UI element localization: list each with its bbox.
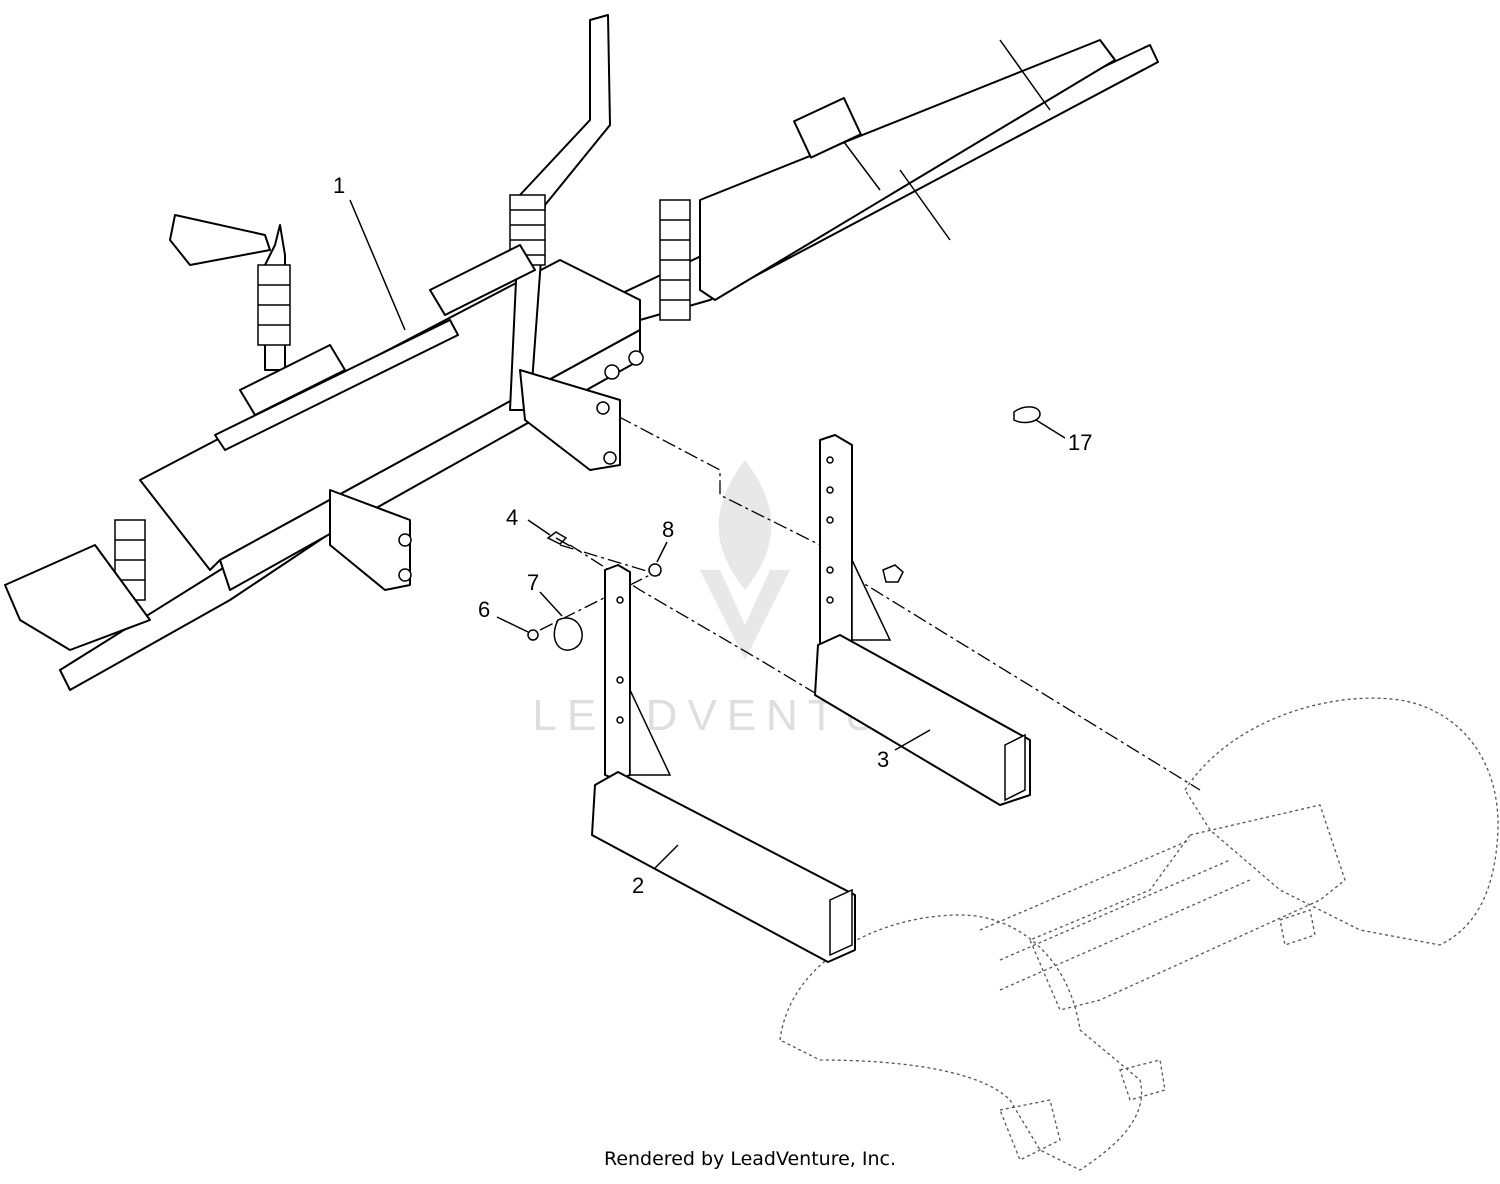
callout-17: 17 <box>1068 430 1092 455</box>
callout-8: 8 <box>662 517 674 542</box>
part-2-support-stand <box>591 564 856 963</box>
flange-nut-right <box>882 564 904 583</box>
callout-4: 4 <box>506 505 518 530</box>
rear-frame-ghost <box>1029 804 1346 1011</box>
frame-bolt-e <box>398 533 412 547</box>
stand-2-base-tube <box>591 771 856 963</box>
rear-bracket-ghost <box>999 909 1316 1161</box>
part-8-nut <box>648 563 662 577</box>
frame-bolt-f <box>398 568 412 582</box>
part-3-support-stand <box>814 434 1031 806</box>
shock-left <box>114 519 146 601</box>
stand-3-hole-5 <box>826 596 834 604</box>
stand-2-hole-2 <box>616 676 624 684</box>
frame-bolt-b <box>628 350 644 366</box>
callout-2: 2 <box>632 873 644 898</box>
leader-4 <box>527 519 551 536</box>
leader-8 <box>656 541 668 563</box>
stand-2-hole-3 <box>616 716 624 724</box>
callout-1: 1 <box>333 173 345 198</box>
stand-2-hole-1 <box>616 596 624 604</box>
front-left-bracket <box>4 544 151 651</box>
rear-chassis-ghost <box>779 697 1499 1171</box>
frame-mount-plate-center <box>519 369 621 471</box>
leader-17 <box>1035 419 1066 439</box>
frame-bolt-a <box>604 364 620 380</box>
cylinder-center <box>429 244 536 316</box>
footer-credit: Rendered by LeadVenture, Inc. <box>603 1148 897 1170</box>
rear-fender-left-ghost <box>779 914 1143 1171</box>
stand-3-hole-1 <box>826 456 834 464</box>
leader-7 <box>539 591 563 617</box>
callout-7: 7 <box>527 570 539 595</box>
stand-3-hole-2 <box>826 486 834 494</box>
callouts: 1 2 3 4 6 7 8 17 <box>333 173 1092 898</box>
stand-3-hole-4 <box>826 566 834 574</box>
part-6-screw <box>527 629 539 641</box>
frame-bolt-c <box>596 401 610 415</box>
steering-bellow-left <box>257 264 291 346</box>
fasteners <box>527 406 1041 651</box>
centerline-part-3 <box>529 369 1201 791</box>
rear-fender-right-ghost <box>1184 697 1499 946</box>
stand-2-gusset <box>629 689 672 776</box>
callout-3: 3 <box>877 747 889 772</box>
frame-mount-plate-left <box>329 489 411 591</box>
centerline-fasteners <box>559 544 661 576</box>
stand-2-tube-end <box>829 888 853 957</box>
tube-lower <box>214 319 459 451</box>
part-7-clamp <box>553 617 583 651</box>
cylinder-left <box>239 344 346 416</box>
callout-6: 6 <box>478 597 490 622</box>
steering-lever-right <box>509 14 611 411</box>
front-block-1 <box>793 97 862 159</box>
leader-6 <box>496 616 529 633</box>
watermark-flame-logo <box>700 460 790 660</box>
frame-bolt-d <box>603 451 617 465</box>
leader-2 <box>654 844 679 869</box>
stand-3-hole-3 <box>826 516 834 524</box>
stand-3-gusset <box>851 559 892 641</box>
leader-1 <box>349 199 406 331</box>
part-1-main-frame <box>4 14 1159 691</box>
shock-right <box>659 199 691 321</box>
leader-3 <box>894 729 931 751</box>
part-4-bolt <box>546 531 571 547</box>
stand-3-upright <box>819 434 853 651</box>
lever-grip-left <box>169 214 271 266</box>
stand-3-tube-end <box>1004 733 1026 802</box>
stand-3-base-tube <box>814 634 1031 806</box>
rear-frame-rail-ghost <box>979 839 1251 991</box>
front-right-frame <box>699 39 1116 301</box>
part-17-clamp <box>1013 406 1041 424</box>
